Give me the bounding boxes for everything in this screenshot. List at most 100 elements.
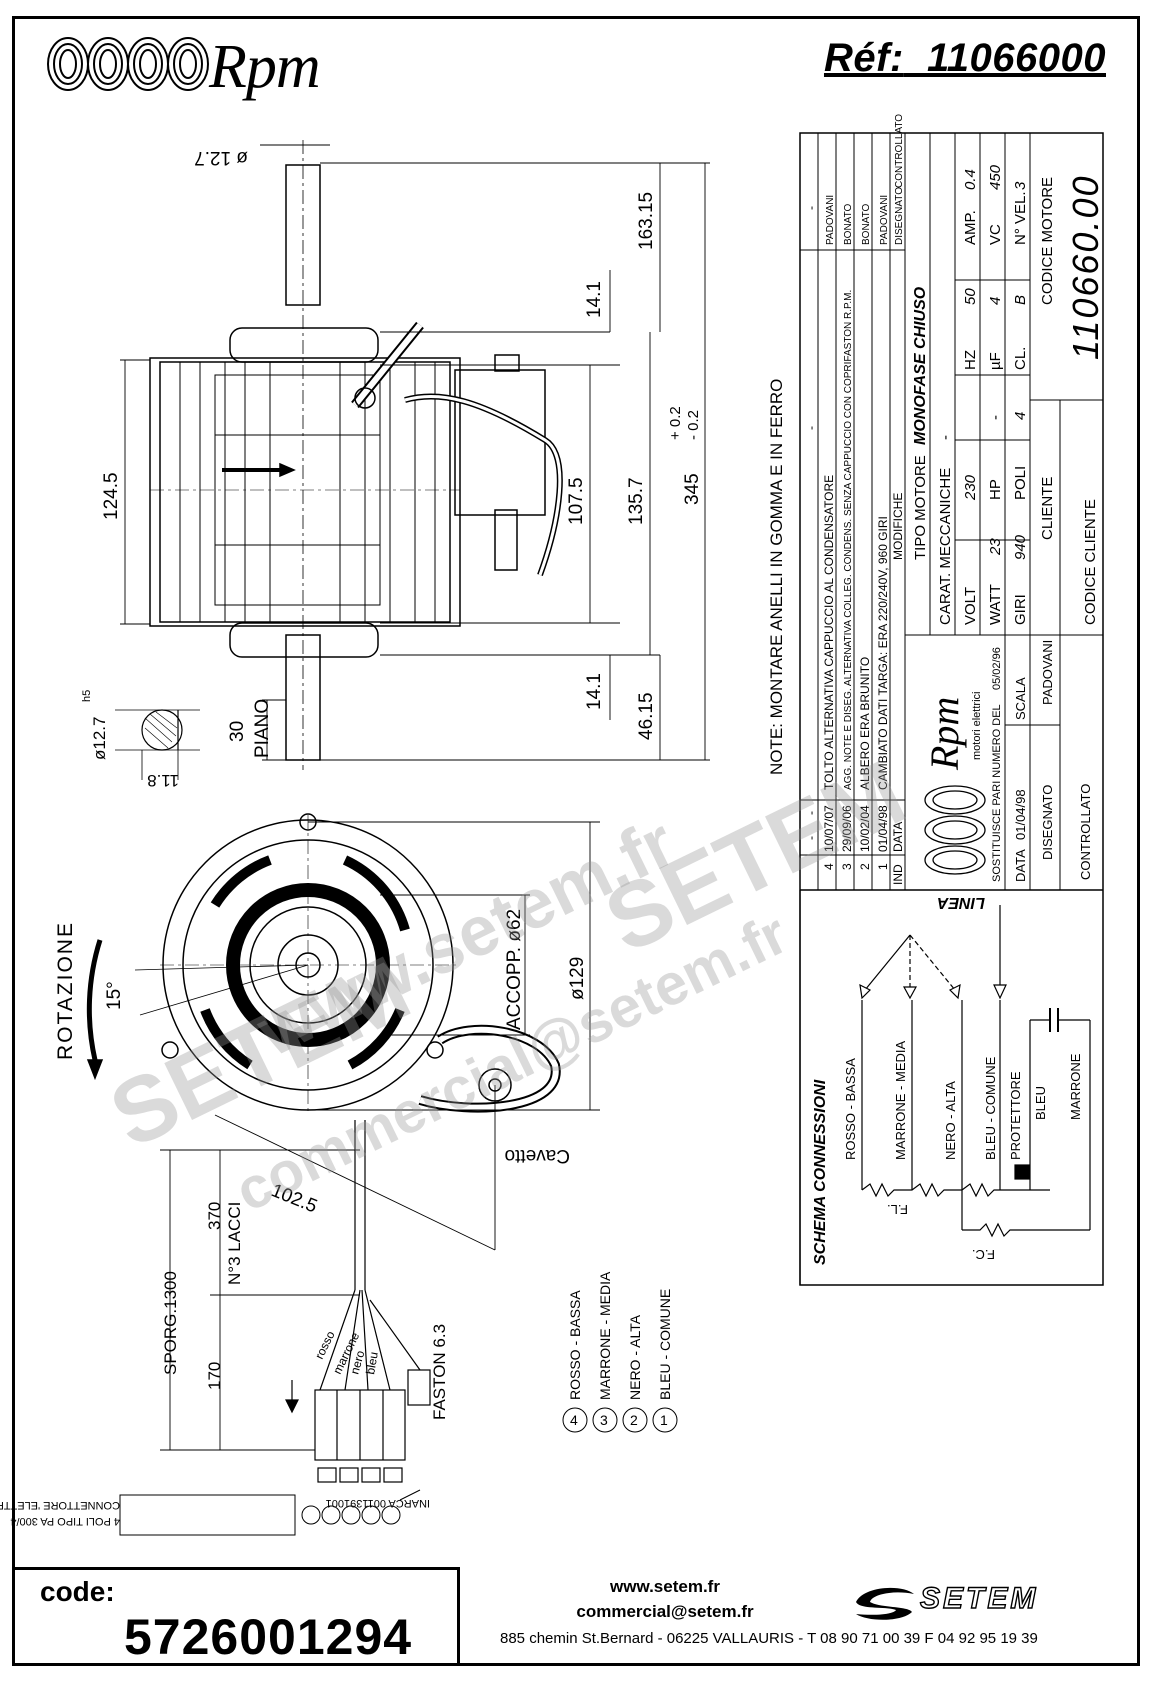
faston-label: FASTON 6.3 [430,1324,449,1420]
company-address: 885 chemin St.Bernard - 06225 VALLAURIS … [500,1630,1038,1647]
wire-label-nero: nero [347,1349,367,1376]
rev3-date: 29/09/06 [840,805,854,852]
shaft-section-dia: ø12.7 [90,717,109,760]
fl-label: F.L. [887,1202,908,1217]
drawing-frame [12,16,1140,1666]
rev2-ind: 2 [858,863,872,870]
code-value: 5726001294 [124,1609,413,1665]
shaft-flat-dim: 11.8 [147,771,179,790]
rev-head-desc: MODIFICHE [891,493,905,560]
website-link[interactable]: www.setem.fr [610,1577,720,1596]
dim-370-label: 370 [205,1202,224,1230]
rev4-by: PADOVANI [825,195,836,245]
ref-label: Réf: [823,36,904,80]
rev-head-dis: DISEGNATO [894,187,905,245]
rev4-desc: TOLTO ALTERNATIVA CAPPUCCIO AL CONDENSAT… [822,475,836,790]
dim-163-label: 163.15 [636,192,657,250]
dim-345-tol-minus: - 0.2 [685,410,702,440]
poli-label: POLI [1012,466,1029,500]
shaft-section [115,709,200,780]
rev1-date: 01/04/98 [876,805,890,852]
rev-top-ind: - [804,836,818,840]
cl-value: B [1012,295,1029,305]
uf-value: 4 [987,297,1004,305]
tipo-motore-value: MONOFASE CHIUSO [912,286,929,445]
vc-value: 450 [987,164,1004,190]
watt-value: 23 [987,538,1004,556]
connector-callouts [119,1489,421,1536]
dim-1075-label: 107.5 [566,477,587,525]
assembly-note: NOTE: MONTARE ANELLI IN GOMMA E IN FERRO [767,379,786,775]
rev1-desc: CAMBIATO DATI TARGA: ERA 220/240V, 960 G… [876,516,890,790]
code-box: code: 5726001294 [14,1567,460,1665]
dim-1357-label: 135.7 [626,477,647,525]
hz-label: HZ [962,350,979,370]
scala-label: SCALA [1013,677,1028,720]
wire-legend: 4 3 2 1 ROSSO - BASSA MARRONE - MEDIA NE… [562,1271,678,1433]
rev-head-ind: IND [891,864,905,885]
rev2-by: BONATO [861,203,872,245]
title-block-logo-sub: motori elettrici [971,692,983,760]
ref-value: 11066000 [927,36,1106,80]
dim-14b-label: 14.1 [584,673,605,710]
schema-marrone: MARRONE [1068,1053,1083,1120]
schema-wire-bleu-comune: BLEU - COMUNE [983,1056,998,1160]
schema-bleu: BLEU [1033,1086,1048,1120]
linea-label: LINEA [937,894,985,911]
shaft-dia-label: ø 12.7 [194,147,248,168]
rev-head-ctrl: CONTROLLATO [894,114,905,188]
accopp-label: ACCOPP. ø62 [504,909,525,1030]
legend-text-4: ROSSO - BASSA [567,1290,583,1400]
legend-num-3: 3 [600,1412,608,1428]
title-block-logo: Rpm motori elettrici [922,692,986,875]
title-block [799,132,1104,1286]
legend-text-2: NERO - ALTA [627,1314,643,1400]
schema-wire-marrone: MARRONE - MEDIA [893,1041,908,1161]
cavetto-label: Cavetto [505,1145,570,1166]
schematic-labels: SCHEMA CONNESSIONI LINEA ROSSO - BASSA M… [812,894,1083,1265]
carat-label: CARAT. MECCANICHE [937,468,954,625]
hp-label: HP [987,479,1004,500]
dim-129-label: ø129 [567,957,588,1000]
rev3-ind: 3 [840,863,854,870]
cl-label: CL. [1012,347,1029,370]
rev-top-by: - [804,206,818,210]
setem-swoosh-icon [856,1587,914,1620]
rpm-coil-logo-icon [47,37,209,91]
volt-label: VOLT [962,587,979,625]
rev1-ind: 1 [876,863,890,870]
front-view-dimensions [214,821,600,1251]
carat-value: - [937,435,954,440]
cliente-label: CLIENTE [1039,477,1056,540]
codice-motore-value: 110660.00 [1065,174,1106,360]
amp-value: 0.4 [962,169,979,190]
motor-front-view [86,813,561,1115]
data-label: DATA [1013,849,1028,882]
hz-value: 50 [962,288,979,305]
cable-assembly [160,1120,431,1483]
setem-name: SETEM [919,1581,1039,1615]
fc-label: F.C. [972,1247,995,1262]
email-link[interactable]: commercial@setem.fr [576,1602,754,1621]
vel-label: N° VEL. [1012,191,1029,245]
tipo-motore-label: TIPO MOTORE [912,455,929,560]
vel-value: 3 [1012,181,1029,190]
disegnato-label: DISEGNATO [1040,785,1055,860]
dim-4615-label: 46.15 [636,692,657,740]
dim-345-tol-plus: + 0.2 [667,406,684,440]
connector-label-1: CONNETTORE 'ELETTROGIBI' [0,1499,120,1511]
setem-logo: SETEM [850,1580,1120,1620]
schema-wire-nero: NERO - ALTA [943,1081,958,1160]
rev-top-date: - [804,811,818,815]
dim-170-label: 170 [205,1362,224,1390]
rev3-by: BONATO [843,203,854,245]
inarca-label: INARCA 0011391001 [326,1497,430,1509]
rpm-coil-small-icon [924,785,986,875]
schema-title: SCHEMA CONNESSIONI [812,1079,829,1265]
volt-value: 230 [962,474,979,501]
poli-value: 4 [1012,412,1029,420]
disegnato-value: PADOVANI [1040,640,1055,705]
sostituisce-date: 05/02/96 [991,647,1003,690]
connector-label-2: 4 POLI TIPO PA 300/4 [10,1515,120,1527]
